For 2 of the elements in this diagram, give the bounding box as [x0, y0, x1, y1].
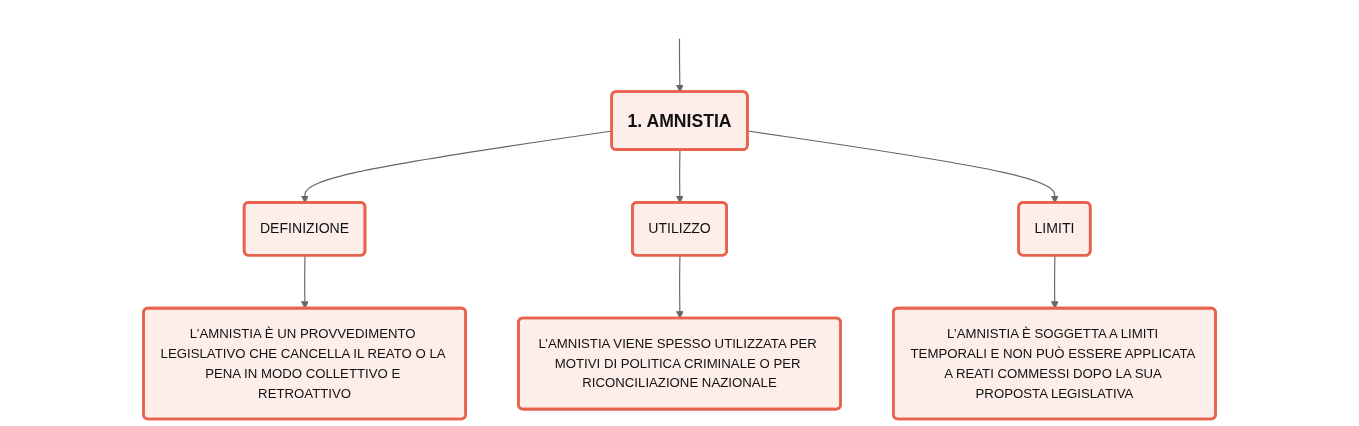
arrow — [1050, 255, 1059, 309]
arrow — [301, 255, 309, 309]
